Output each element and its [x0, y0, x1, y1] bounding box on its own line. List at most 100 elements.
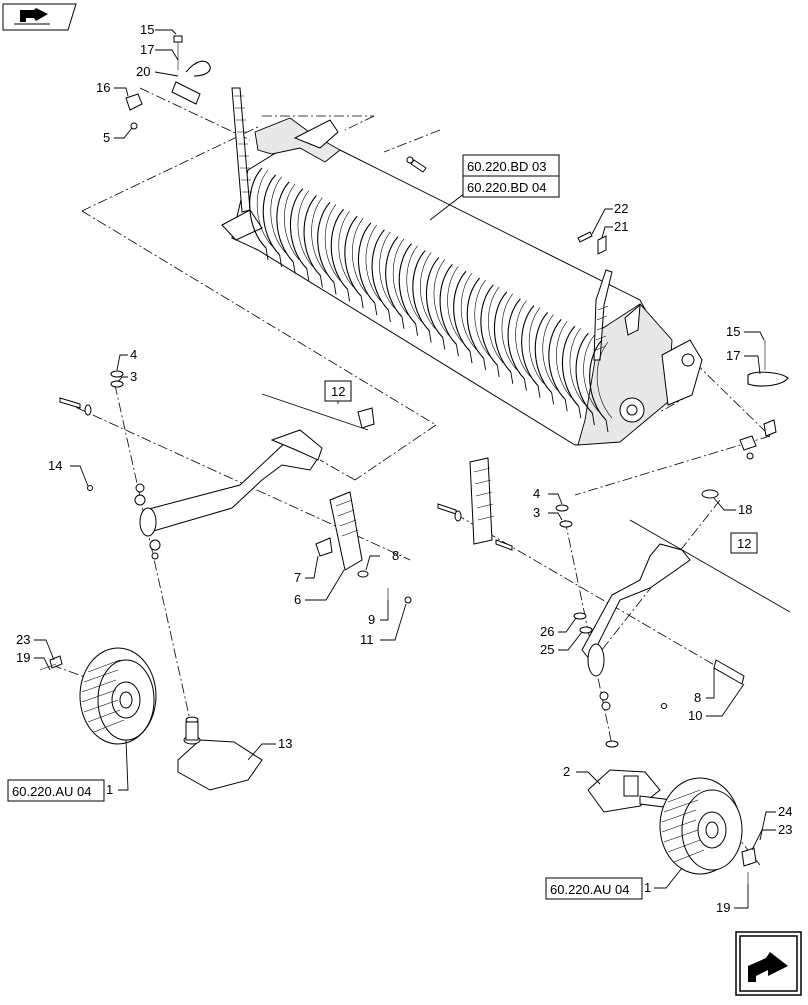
tine-bar-inner: [420, 252, 436, 329]
tine-tip: [374, 302, 378, 316]
tine-bar: [589, 339, 607, 421]
tine-tip: [483, 358, 487, 371]
tine-tip: [347, 289, 351, 302]
tine-bar-inner: [542, 314, 558, 391]
tine-bar: [262, 174, 280, 256]
callout-17: 17: [726, 348, 740, 363]
tine-bar: [330, 208, 348, 290]
callout-10: 10: [688, 708, 702, 723]
reference-60-220-au-04-left[interactable]: 60.220.AU 04: [7, 779, 105, 802]
tine-bar: [317, 202, 335, 283]
callout-8: 8: [392, 548, 399, 563]
tine-tip: [537, 385, 541, 398]
callout-24: 24: [778, 804, 792, 819]
callout-22: 22: [614, 201, 628, 216]
tine-tip: [428, 330, 432, 343]
callout-4: 4: [130, 347, 137, 362]
tine-bar-inner: [270, 176, 286, 254]
callout-8: 8: [694, 690, 701, 705]
tine-bar-inner: [352, 217, 368, 295]
tine-bar: [398, 243, 416, 325]
tine-bar: [426, 257, 444, 338]
next-page-arrow-icon[interactable]: [735, 931, 802, 996]
reference-60-220-bd-03[interactable]: 60.220.BD 03: [462, 154, 560, 177]
tine-tip: [292, 261, 296, 274]
book-arrow-icon[interactable]: [2, 3, 77, 31]
tine-tip: [265, 247, 269, 261]
boxed-label-12-left[interactable]: 12: [324, 380, 352, 402]
tine-tip: [279, 254, 283, 267]
tine-bar-inner: [460, 273, 477, 350]
callout-26: 26: [540, 624, 554, 639]
callout-15: 15: [726, 324, 740, 339]
callout-2: 2: [563, 764, 570, 779]
tine-bar-inner: [256, 169, 273, 247]
tine-bars: [249, 167, 613, 433]
right-wheel: [659, 777, 757, 884]
tine-bar: [371, 229, 389, 311]
tine-tip: [551, 392, 555, 405]
tine-tip: [442, 337, 446, 350]
tine-bar-inner: [474, 279, 490, 357]
tine-tip: [401, 316, 405, 329]
callout-leaders: [34, 29, 776, 909]
tine-bar-inner: [379, 231, 395, 309]
callout-3: 3: [130, 369, 137, 384]
reference-text: 60.220.AU 04: [12, 784, 92, 799]
tine-bar: [507, 298, 525, 380]
tine-bar: [494, 291, 512, 373]
tine-bar: [548, 318, 566, 400]
callout-23: 23: [16, 632, 30, 647]
tine-bar-inner: [433, 259, 450, 336]
callout-3: 3: [533, 505, 540, 520]
tine-bar-inner: [515, 300, 531, 377]
tine-tip: [578, 406, 582, 419]
callout-17: 17: [140, 42, 154, 57]
boxed-12-text: 12: [331, 384, 345, 399]
callout-numbers: 15 17 20 16 5 22 21 15 17 4 3 14 8 7 6 9…: [16, 22, 792, 915]
callout-4: 4: [533, 486, 540, 501]
tine-tip: [496, 364, 500, 378]
tine-tip: [360, 296, 364, 309]
callout-21: 21: [614, 219, 628, 234]
tine-bar-inner: [392, 238, 409, 316]
tine-bar-inner: [365, 224, 382, 302]
tine-bar-inner: [501, 293, 518, 371]
tine-bar-inner: [447, 266, 463, 343]
tine-tip: [415, 323, 419, 336]
left-gauge-arm: [59, 370, 412, 604]
tine-tip: [319, 275, 323, 288]
callout-13: 13: [278, 736, 292, 751]
left-wheel: [39, 647, 157, 745]
callout-25: 25: [540, 642, 554, 657]
tine-bar-inner: [569, 328, 586, 405]
tine-tip: [510, 371, 514, 384]
reference-text: 60.220.BD 03: [467, 159, 547, 174]
reference-60-220-au-04-right[interactable]: 60.220.AU 04: [545, 877, 643, 900]
tine-bar: [562, 325, 580, 407]
tine-bar: [453, 270, 471, 352]
tine-tip: [605, 419, 609, 433]
right-gauge-arm: [437, 457, 745, 748]
callout-6: 6: [294, 592, 301, 607]
reference-60-220-bd-04[interactable]: 60.220.BD 04: [462, 175, 560, 198]
right-hardware: [739, 340, 789, 460]
tine-bar: [575, 332, 593, 414]
callout-18: 18: [738, 502, 752, 517]
tine-bar: [290, 188, 308, 270]
tine-tip: [564, 399, 568, 412]
tine-bar-inner: [297, 190, 314, 267]
reference-text: 60.220.BD 04: [467, 180, 547, 195]
tine-bar-inner: [324, 204, 341, 281]
callout-23: 23: [778, 822, 792, 837]
tine-bar-inner: [311, 197, 327, 274]
callout-5: 5: [103, 130, 110, 145]
tine-tip: [333, 282, 337, 295]
tine-bar-inner: [284, 183, 300, 260]
boxed-label-12-right[interactable]: 12: [730, 532, 758, 554]
tine-bar-inner: [556, 321, 572, 398]
callout-16: 16: [96, 80, 110, 95]
callout-1: 1: [106, 782, 113, 797]
